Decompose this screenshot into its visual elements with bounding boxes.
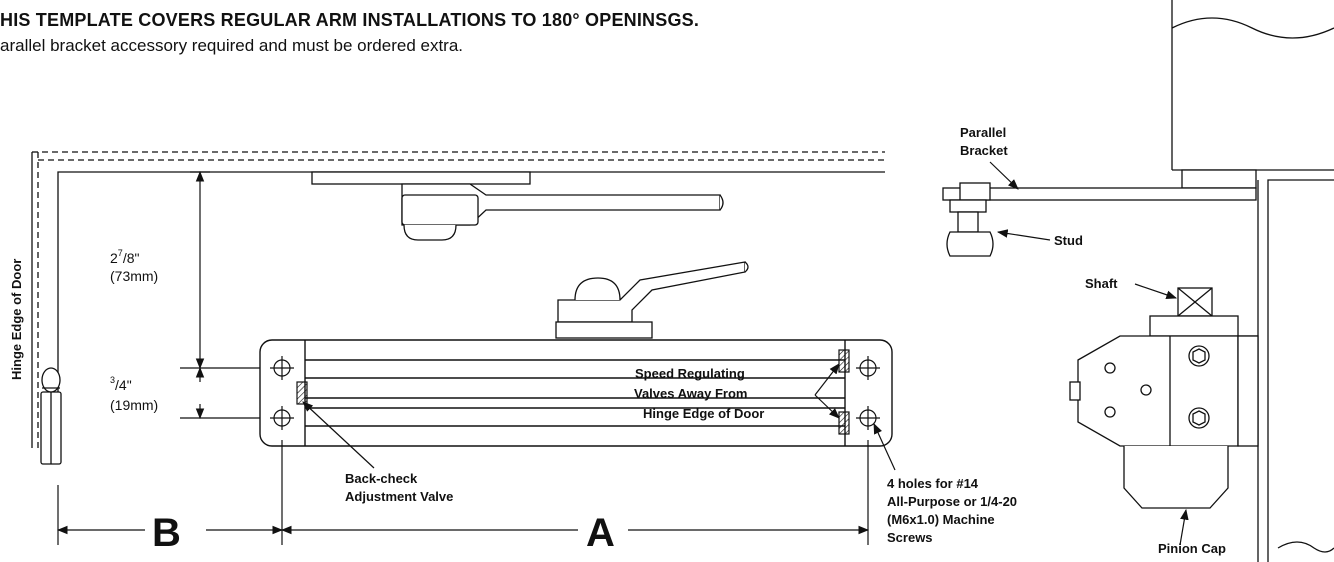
dimension-vertical-top [190, 170, 210, 370]
dim-top-mm: (73mm) [110, 268, 158, 284]
dimension-a-label: A [586, 511, 615, 555]
stud-label: Stud [1054, 233, 1083, 248]
dim-bottom-label: 3/4" [110, 375, 132, 393]
hinge-edge-label: Hinge Edge of Door [9, 259, 24, 380]
door-edge-detail [1257, 179, 1334, 562]
speed-valve-label-2: Valves Away From [634, 386, 747, 401]
closer-end-view [1069, 287, 1259, 509]
valves [296, 349, 850, 435]
shaft-label: Shaft [1085, 276, 1118, 291]
holes-label-2: All-Purpose or 1/4-20 [887, 494, 1017, 509]
parallel-label-2: Bracket [960, 143, 1008, 158]
backcheck-label-2: Adjustment Valve [345, 489, 453, 504]
dim-top-label: 27/8" [110, 248, 139, 266]
dimension-horizontal [56, 440, 870, 545]
dimension-b-label: B [152, 511, 181, 555]
holes-label-4: Screws [887, 530, 933, 545]
speed-valve-label-1: Speed Regulating [635, 366, 745, 381]
mounting-holes [270, 356, 880, 430]
door-frame-outline [31, 151, 885, 448]
frame-block-detail [1171, 0, 1334, 171]
pinion-leader [1179, 508, 1189, 546]
shaft-leader [1134, 283, 1178, 299]
door-closer-body [259, 339, 893, 447]
dimension-vertical-bottom [180, 366, 270, 420]
parallel-label-1: Parallel [960, 125, 1006, 140]
closer-arm-top [311, 171, 724, 241]
closer-arm-body [555, 261, 749, 339]
template-subtitle: arallel bracket accessory required and m… [0, 36, 464, 55]
parallel-bracket [942, 169, 1257, 257]
hinge-icon [40, 367, 62, 465]
stud-leader [996, 229, 1051, 241]
template-title: HIS TEMPLATE COVERS REGULAR ARM INSTALLA… [0, 10, 700, 30]
parallel-leader [989, 161, 1019, 190]
speed-valve-label-3: Hinge Edge of Door [643, 406, 764, 421]
pinion-cap-label: Pinion Cap [1158, 541, 1226, 556]
backcheck-label-1: Back-check [345, 471, 418, 486]
holes-label-1: 4 holes for #14 [887, 476, 979, 491]
dim-bottom-mm: (19mm) [110, 397, 158, 413]
leader-lines [302, 363, 896, 471]
holes-label-3: (M6x1.0) Machine [887, 512, 995, 527]
